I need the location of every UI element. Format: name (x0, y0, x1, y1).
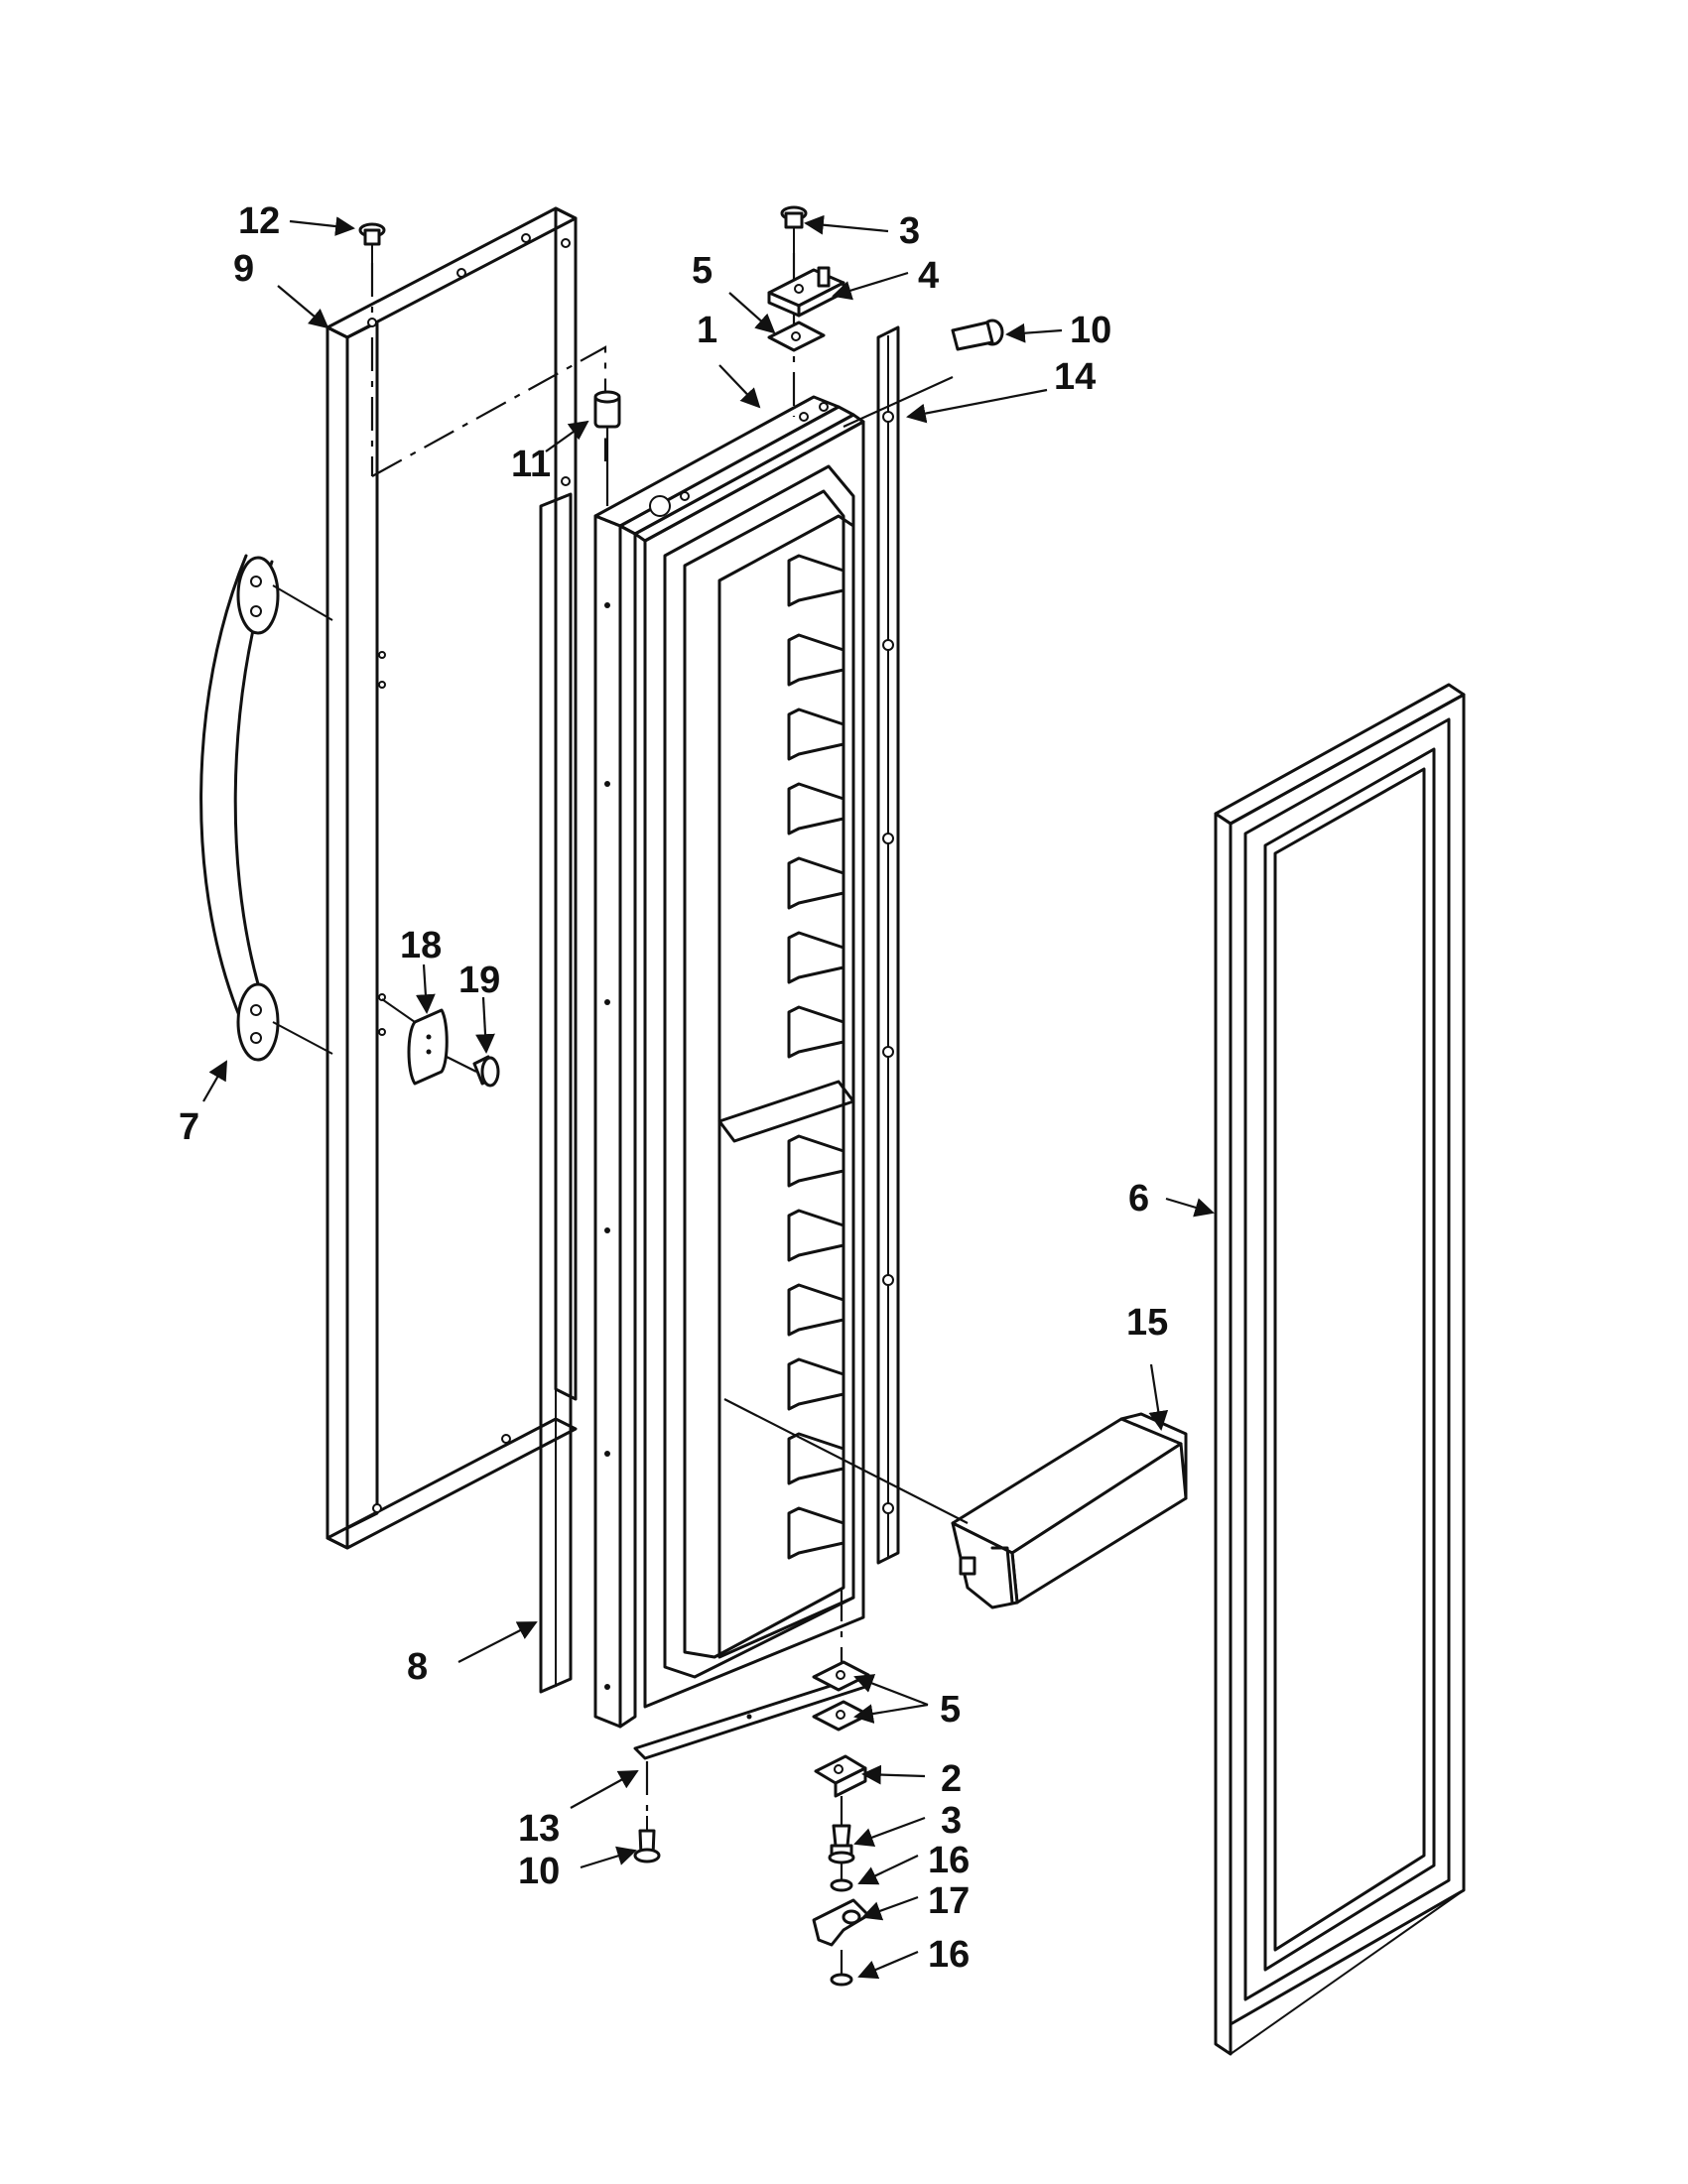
callout-12: 12 (238, 200, 280, 242)
outer-door-panel (325, 206, 578, 1550)
leader-lines (202, 214, 1215, 1980)
callout-7: 7 (179, 1106, 199, 1148)
top-hinge-shim (767, 321, 826, 352)
callout-17: 17 (928, 1880, 970, 1922)
hinge-side-trim (843, 325, 954, 1565)
bottom-hinge-screw (828, 1796, 855, 1864)
bottom-trim-screw (633, 1761, 661, 1863)
handle-plate (381, 998, 449, 1086)
door-bin (723, 1398, 1188, 1609)
top-panel-screw (358, 222, 386, 318)
callout-15: 15 (1126, 1302, 1168, 1344)
hinge-washer-bottom (830, 1950, 853, 1987)
door-trim-strip (539, 492, 573, 1694)
door-gasket (1214, 683, 1466, 2056)
callout-6: 6 (1128, 1178, 1149, 1220)
callout-10-top: 10 (1070, 310, 1111, 351)
callout-9: 9 (233, 248, 254, 290)
callout-14: 14 (1054, 356, 1096, 398)
callout-4: 4 (918, 255, 939, 297)
callout-3-bottom: 3 (941, 1800, 962, 1842)
liner-shelf-cleats (717, 554, 855, 1560)
callout-1: 1 (697, 310, 717, 351)
bottom-hinge-shims (812, 1588, 870, 1732)
door-handle (199, 554, 333, 1062)
door-liner (593, 395, 865, 1729)
callout-3-top: 3 (899, 210, 920, 252)
callout-5-bottom: 5 (940, 1689, 961, 1731)
callout-18: 18 (400, 925, 442, 966)
callout-labels: 12 9 3 5 4 10 1 14 11 18 19 7 6 15 8 5 2… (179, 200, 1168, 1976)
hinge-trim-screw (951, 319, 1004, 351)
callout-13: 13 (518, 1808, 560, 1850)
hinge-spacer (593, 390, 621, 506)
callout-5-top: 5 (692, 250, 713, 292)
callout-10-bottom: 10 (518, 1851, 560, 1892)
callout-8: 8 (407, 1646, 428, 1688)
bottom-hinge (814, 1754, 867, 1798)
callout-19: 19 (458, 960, 500, 1001)
hinge-washer-top (830, 1863, 853, 1892)
callout-11: 11 (511, 444, 551, 485)
door-closer-cam (812, 1898, 870, 1947)
handle-screw (446, 1055, 500, 1088)
top-hinge (767, 266, 845, 318)
callout-16-bottom: 16 (928, 1934, 970, 1976)
callout-16-top: 16 (928, 1840, 970, 1881)
callout-2: 2 (941, 1758, 962, 1800)
